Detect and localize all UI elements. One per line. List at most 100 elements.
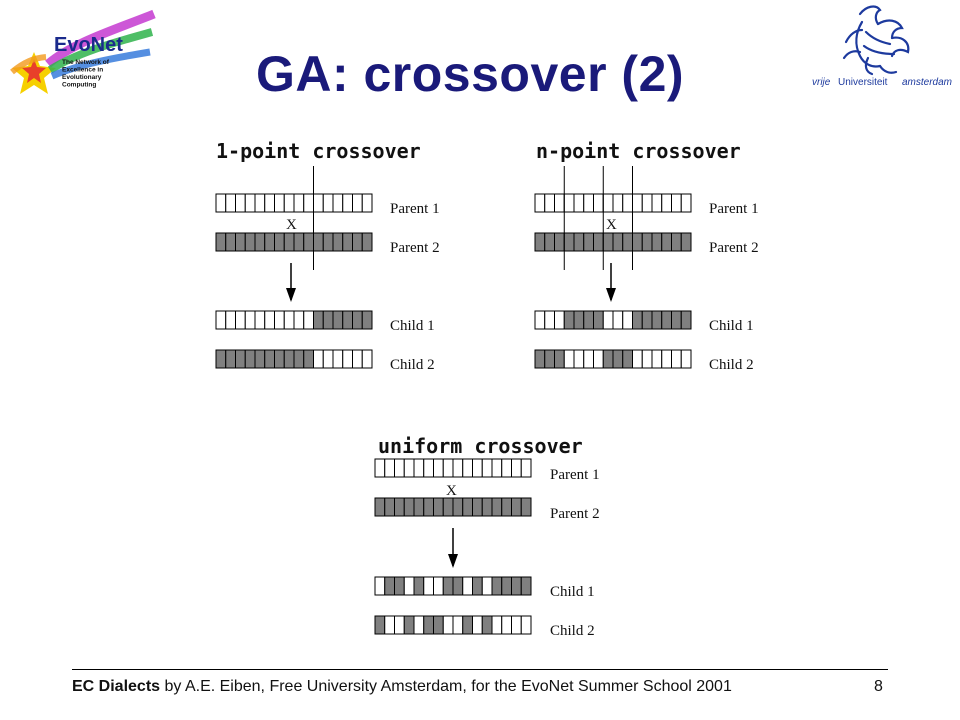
chromosome-parent2-n-point: [534, 232, 692, 252]
vu-word-vrije: vrije: [812, 77, 831, 88]
gene-cell: [554, 310, 565, 330]
gene-cell: [680, 193, 692, 213]
chromosome-parent1-uniform: [374, 458, 532, 478]
gene-cell: [583, 349, 594, 369]
gene-cell: [612, 310, 624, 330]
gene-cell: [313, 310, 324, 330]
gene-cell: [680, 349, 692, 369]
gene-cell: [342, 349, 353, 369]
gene-cell: [361, 310, 373, 330]
label-parent2-n-point: Parent 2: [709, 240, 759, 256]
gene-cell: [361, 232, 373, 252]
evonet-tagline-3: Evolutionary: [62, 74, 102, 81]
gene-cell: [225, 232, 236, 252]
vu-logo: vrije Universiteit amsterdam: [812, 5, 952, 88]
gene-cell: [403, 458, 415, 478]
gene-cell: [593, 232, 604, 252]
gene-cell: [563, 310, 575, 330]
gene-cell: [491, 497, 503, 517]
gene-cell: [254, 349, 266, 369]
gene-cell: [274, 349, 285, 369]
gene-cell: [544, 349, 555, 369]
gene-cell: [352, 349, 363, 369]
gene-cell: [602, 193, 614, 213]
gene-cell: [583, 310, 594, 330]
down-arrow-icon: [286, 263, 296, 302]
gene-cell: [544, 232, 555, 252]
gene-cell: [235, 349, 246, 369]
gene-cell: [622, 193, 633, 213]
gene-cell: [573, 310, 585, 330]
label-parent2-uniform: Parent 2: [550, 506, 600, 522]
chromosome-child1-n-point: [534, 310, 692, 330]
gene-cell: [303, 349, 314, 369]
label-parent1-uniform: Parent 1: [550, 467, 600, 483]
chromosome-child2-one-point: [215, 349, 373, 369]
gene-cell: [481, 576, 493, 596]
gene-cell: [501, 497, 512, 517]
gene-cell: [244, 232, 256, 252]
gene-cell: [332, 232, 344, 252]
gene-cell: [274, 310, 285, 330]
gene-cell: [423, 497, 434, 517]
gene-cell: [481, 497, 493, 517]
cut-lines-n-point: [563, 166, 633, 270]
panel-title-n-point: n-point crossover: [536, 139, 741, 163]
gene-cell: [423, 458, 434, 478]
gene-cell: [520, 615, 532, 635]
chromosome-parent2-uniform: [374, 497, 532, 517]
label-parent2-one-point: Parent 2: [390, 240, 440, 256]
gene-cell: [361, 193, 373, 213]
evonet-logo-name: EvoNet: [54, 34, 123, 56]
gene-cell: [352, 193, 363, 213]
footer-title: EC Dialects: [72, 678, 161, 695]
label-child1-uniform: Child 1: [550, 584, 595, 600]
gene-cell: [235, 193, 246, 213]
gene-cell: [632, 310, 643, 330]
panel-n-point: n-point crossover X Parent 1 Parent 2 Ch…: [534, 139, 759, 373]
label-parent1-n-point: Parent 1: [709, 201, 759, 217]
gene-cell: [641, 310, 653, 330]
gene-cell: [641, 193, 653, 213]
gene-cell: [293, 310, 305, 330]
gene-cell: [452, 615, 464, 635]
gene-cell: [244, 310, 256, 330]
gene-cell: [394, 497, 405, 517]
gene-cell: [342, 193, 353, 213]
gene-cell: [433, 497, 444, 517]
gene-cell: [511, 576, 522, 596]
crossover-mark-one-point: X: [286, 217, 297, 233]
gene-cell: [573, 349, 585, 369]
gene-cell: [593, 310, 604, 330]
gene-cell: [342, 310, 353, 330]
vu-word-amsterdam: amsterdam: [902, 77, 952, 88]
gene-cell: [413, 458, 425, 478]
gene-cell: [394, 576, 405, 596]
gene-cell: [472, 497, 483, 517]
gene-cell: [413, 497, 425, 517]
crossover-mark-n-point: X: [606, 217, 617, 233]
gene-cell: [235, 310, 246, 330]
gene-cell: [641, 232, 653, 252]
gene-cell: [602, 232, 614, 252]
gene-cell: [661, 232, 672, 252]
gene-cell: [374, 576, 386, 596]
gene-cell: [520, 576, 532, 596]
gene-cell: [462, 458, 473, 478]
gene-cell: [472, 615, 483, 635]
gene-cell: [433, 458, 444, 478]
gene-cell: [671, 349, 682, 369]
gene-cell: [384, 458, 395, 478]
gene-cell: [283, 232, 295, 252]
down-arrow-icon: [448, 528, 458, 568]
gene-cell: [602, 349, 614, 369]
panel-one-point: 1-point crossover X Parent 1 Parent 2 Ch…: [215, 139, 440, 373]
gene-cell: [442, 576, 454, 596]
gene-cell: [534, 310, 546, 330]
gene-cell: [244, 193, 256, 213]
gene-cell: [622, 310, 633, 330]
gene-cell: [511, 458, 522, 478]
gene-cell: [394, 458, 405, 478]
gene-cell: [283, 193, 295, 213]
gene-cell: [403, 576, 415, 596]
